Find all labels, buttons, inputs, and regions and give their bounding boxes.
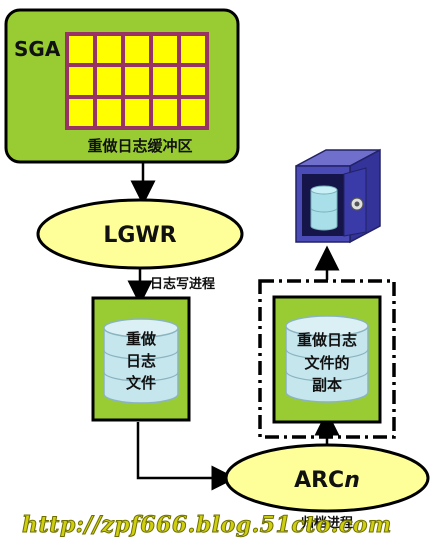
arcn-label: ARCn [294,468,360,493]
archive-copy-line-2: 文件的 [304,354,349,372]
redo-log-buffer-grid [65,32,209,130]
archive-copy-line-3: 副本 [312,376,342,394]
online-log-line-2: 日志 [126,352,156,370]
sga-label: SGA [14,37,61,61]
archive-destination-border [258,279,396,439]
redo-buffer-label: 重做日志缓冲区 [87,137,192,155]
lgwr-label: LGWR [103,223,176,248]
lgwr-process-label: 日志写进程 [150,276,215,292]
watermark-url: http://zpf666.blog.51cto.com [22,512,392,539]
online-log-line-3: 文件 [126,374,156,392]
archive-vault-icon [295,148,381,244]
arcn-process-label: 归档进程 [301,515,353,531]
log-to-arcn-arrow [136,422,237,491]
online-redo-log-cylinder-icon [103,318,179,404]
online-log-line-1: 重做 [126,330,157,348]
archive-copy-line-1: 重做日志 [297,331,357,349]
archived-log-cylinder-icon [285,315,369,403]
arcn-ellipse [224,443,430,513]
